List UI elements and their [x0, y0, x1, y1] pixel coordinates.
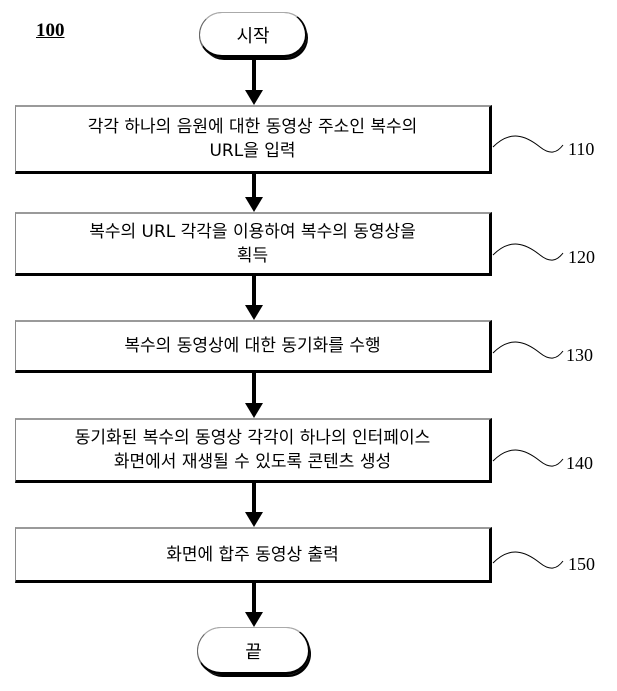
arrow-start-to-110 — [245, 58, 263, 105]
step-text-line1: 각각 하나의 음원에 대한 동영상 주소인 복수의 — [87, 117, 418, 137]
arrow-150-to-end — [245, 583, 263, 627]
step-box-120: 복수의 URL 각각을 이용하여 복수의 동영상을 획득 — [15, 212, 492, 276]
step-text-line2: 화면에서 재생될 수 있도록 콘텐츠 생성 — [113, 452, 392, 472]
leader-line-150 — [492, 551, 564, 569]
figure-label: 100 — [36, 20, 65, 41]
arrow-120-to-130 — [245, 276, 263, 320]
ref-number-120: 120 — [568, 247, 595, 267]
step-text-line2: URL을 입력 — [209, 141, 296, 161]
step-text-line1: 복수의 동영상에 대한 동기화를 수행 — [124, 336, 381, 356]
ref-number-110: 110 — [568, 139, 595, 159]
end-label: 끝 — [245, 642, 262, 663]
leader-line-120 — [492, 243, 564, 261]
arrow-110-to-120 — [245, 174, 263, 212]
end-terminal: 끝 — [197, 627, 310, 675]
step-box-110: 각각 하나의 음원에 대한 동영상 주소인 복수의 URL을 입력 — [15, 105, 492, 174]
ref-number-150: 150 — [568, 554, 595, 574]
start-label: 시작 — [236, 26, 270, 47]
step-text-line1: 복수의 URL 각각을 이용하여 복수의 동영상을 — [89, 221, 416, 242]
ref-number-130: 130 — [566, 345, 593, 365]
step-box-150: 화면에 합주 동영상 출력 — [15, 527, 492, 583]
leader-line-110 — [492, 135, 564, 153]
step-box-130: 복수의 동영상에 대한 동기화를 수행 — [15, 320, 492, 373]
step-text-line1: 동기화된 복수의 동영상 각각이 하나의 인터페이스 — [74, 428, 431, 448]
arrow-140-to-150 — [245, 483, 263, 527]
step-text-line1: 화면에 합주 동영상 출력 — [166, 544, 339, 565]
start-terminal: 시작 — [199, 12, 307, 58]
arrow-130-to-140 — [245, 373, 263, 418]
leader-line-140 — [492, 449, 564, 467]
ref-number-140: 140 — [566, 453, 593, 473]
step-text-line2: 획득 — [236, 245, 269, 266]
step-box-140: 동기화된 복수의 동영상 각각이 하나의 인터페이스 화면에서 재생될 수 있도… — [15, 418, 492, 483]
leader-line-130 — [492, 341, 564, 359]
